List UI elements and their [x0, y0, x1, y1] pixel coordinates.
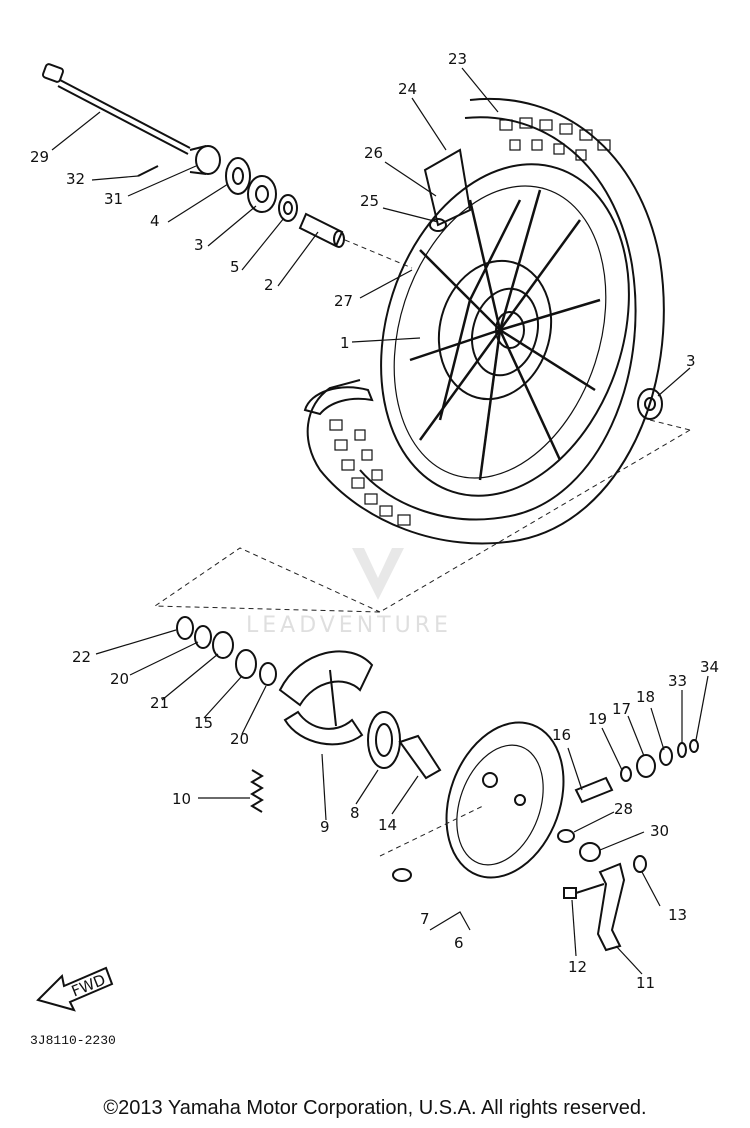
- nut-13: [633, 855, 647, 873]
- copyright-notice: ©2013 Yamaha Motor Corporation, U.S.A. A…: [103, 1097, 647, 1119]
- part-label-24: 24: [398, 80, 417, 98]
- part-label-13: 13: [668, 906, 687, 924]
- brake-seal: [367, 711, 401, 769]
- watermark-logo: LEADVENTURE: [246, 548, 452, 638]
- bearing-right: [637, 388, 663, 420]
- part-label-7: 7: [420, 910, 430, 928]
- part-label-16: 16: [552, 726, 571, 744]
- oil-seal-brake: [235, 649, 257, 679]
- nut-30: [579, 842, 601, 862]
- part-label-20-lower: 20: [230, 730, 249, 748]
- leader-lines: [51, 67, 709, 975]
- fwd-label: FWD: [69, 971, 108, 1001]
- washer-19: [620, 766, 632, 782]
- part-label-12: 12: [568, 958, 587, 976]
- washer-upper: [194, 625, 212, 649]
- part-label-30: 30: [650, 822, 669, 840]
- part-label-32: 32: [66, 170, 85, 188]
- fwd-arrow-icon: FWD: [36, 966, 114, 1012]
- part-label-28: 28: [614, 800, 633, 818]
- brake-shoes: [278, 650, 374, 746]
- wheel-assembly: [303, 97, 665, 545]
- part-label-29: 29: [30, 148, 49, 166]
- tire-tread: [329, 117, 611, 526]
- part-label-31: 31: [104, 190, 123, 208]
- part-label-2: 2: [264, 276, 274, 294]
- part-label-9: 9: [320, 818, 330, 836]
- part-label-4: 4: [150, 212, 160, 230]
- nut-17: [636, 754, 656, 778]
- part-label-25: 25: [360, 192, 379, 210]
- spokes: [409, 189, 601, 481]
- watermark-text: LEADVENTURE: [246, 613, 452, 638]
- spring: [250, 769, 264, 813]
- part-label-3-lower: 3: [686, 352, 696, 370]
- collar: [189, 145, 221, 175]
- pin-33: [677, 742, 687, 758]
- brake-shoe-plate: [445, 721, 565, 879]
- part-label-8: 8: [350, 804, 360, 822]
- part-label-1: 1: [340, 334, 350, 352]
- part-label-17: 17: [612, 700, 631, 718]
- washer-18: [659, 746, 673, 766]
- part-label-33: 33: [668, 672, 687, 690]
- washer-28: [557, 829, 575, 843]
- cable-adjuster: [574, 776, 614, 804]
- plug: [392, 868, 412, 882]
- clip-34: [689, 739, 699, 753]
- bearing-left: [247, 175, 277, 213]
- part-label-22: 22: [72, 648, 91, 666]
- part-label-5: 5: [230, 258, 240, 276]
- part-label-18: 18: [636, 688, 655, 706]
- spacer: [298, 212, 345, 248]
- part-label-6: 6: [454, 934, 464, 952]
- part-label-23: 23: [448, 50, 467, 68]
- part-label-27: 27: [334, 292, 353, 310]
- part-labels: 23 24 26 25 29 32 31 4 3 5 2 27 1 3 22 2…: [30, 50, 719, 992]
- spacer-flange: [278, 194, 298, 222]
- part-label-21: 21: [150, 694, 169, 712]
- part-label-10: 10: [172, 790, 191, 808]
- axle: [41, 63, 191, 155]
- bolt-12: [563, 883, 605, 899]
- part-label-15: 15: [194, 714, 213, 732]
- part-label-14: 14: [378, 816, 397, 834]
- oil-seal: [225, 157, 251, 195]
- part-label-11: 11: [636, 974, 655, 992]
- part-label-19: 19: [588, 710, 607, 728]
- gear: [212, 631, 234, 659]
- part-label-20-upper: 20: [110, 670, 129, 688]
- cam-lever: [596, 862, 626, 952]
- washer-lower: [259, 662, 277, 686]
- part-label-3-upper: 3: [194, 236, 204, 254]
- catalog-code: 3J8110-2230: [30, 1033, 116, 1048]
- cotter-pin: [137, 165, 159, 177]
- part-label-26: 26: [364, 144, 383, 162]
- part-label-34: 34: [700, 658, 719, 676]
- circlip: [176, 616, 194, 640]
- camshaft: [398, 734, 442, 780]
